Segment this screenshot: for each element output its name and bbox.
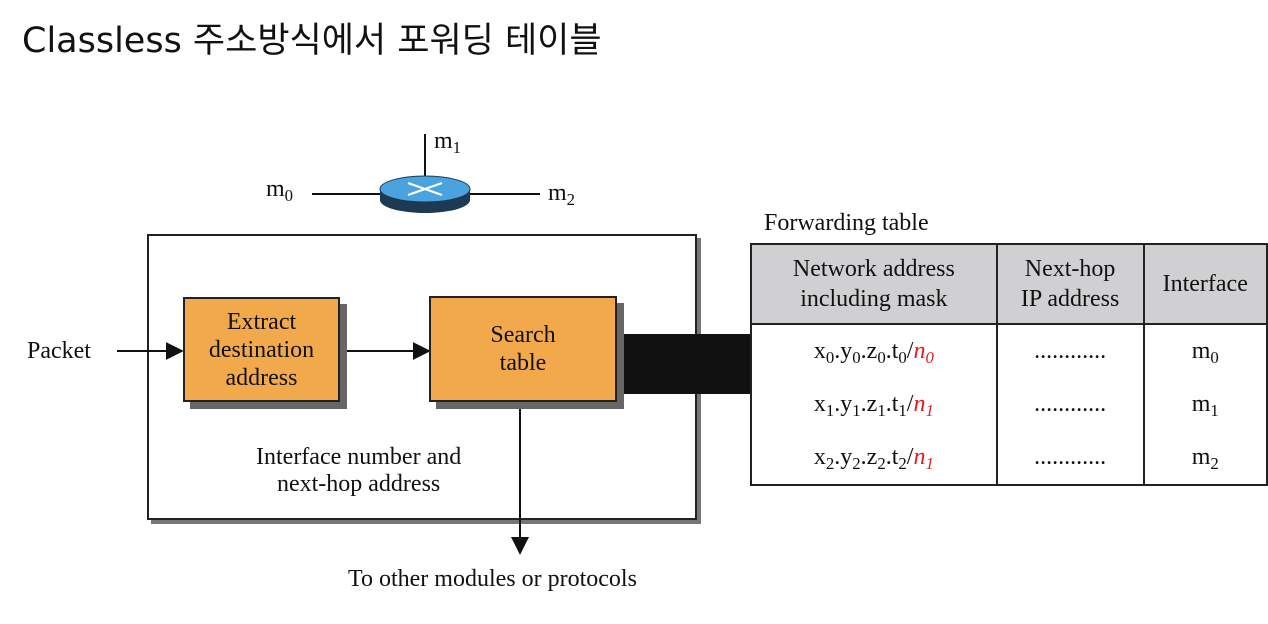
- port-label-m0: m0: [266, 176, 294, 206]
- forwarding-table-caption: Forwarding table: [764, 210, 929, 236]
- network-address-cell: x0.y0.z0.t0/n0: [750, 324, 998, 378]
- header-network-address: Network address including mask: [750, 243, 998, 325]
- table-row: x2.y2.z2.t2/n1 ............ m2: [750, 431, 1268, 486]
- table-row: x1.y1.z1.t1/n1 ............ m1: [750, 378, 1268, 431]
- next-hop-cell: ............: [995, 324, 1145, 378]
- search-line-1: Search: [490, 322, 556, 348]
- extract-line-2: destination: [208, 336, 315, 363]
- header-next-hop: Next-hop IP address: [995, 243, 1145, 325]
- interface-cell: m0: [1142, 324, 1268, 378]
- network-address-cell: x2.y2.z2.t2/n1: [750, 431, 998, 486]
- port-label-m1: m1: [434, 128, 462, 158]
- next-hop-cell: ............: [995, 431, 1145, 486]
- interface-note: Interface number and next-hop address: [256, 444, 462, 497]
- network-address-cell: x1.y1.z1.t1/n1: [750, 378, 998, 431]
- forwarding-table: Network address including mask Next-hop …: [750, 243, 1268, 486]
- router-icon: [379, 175, 471, 213]
- table-row: x0.y0.z0.t0/n0 ............ m0: [750, 324, 1268, 378]
- interface-cell: m1: [1142, 378, 1268, 431]
- extract-line-3: address: [225, 364, 298, 391]
- packet-label: Packet: [27, 338, 91, 364]
- header-interface: Interface: [1142, 243, 1268, 325]
- interface-cell: m2: [1142, 431, 1268, 486]
- page-title: Classless 주소방식에서 포워딩 테이블: [22, 21, 602, 61]
- extract-line-1: Extract: [226, 308, 297, 335]
- extract-destination-box: Extract destination address: [183, 297, 340, 402]
- bottom-label: To other modules or protocols: [348, 566, 637, 592]
- port-label-m2: m2: [548, 180, 576, 210]
- search-table-box: Search table: [429, 296, 617, 402]
- search-line-2: table: [499, 350, 547, 376]
- next-hop-cell: ............: [995, 378, 1145, 431]
